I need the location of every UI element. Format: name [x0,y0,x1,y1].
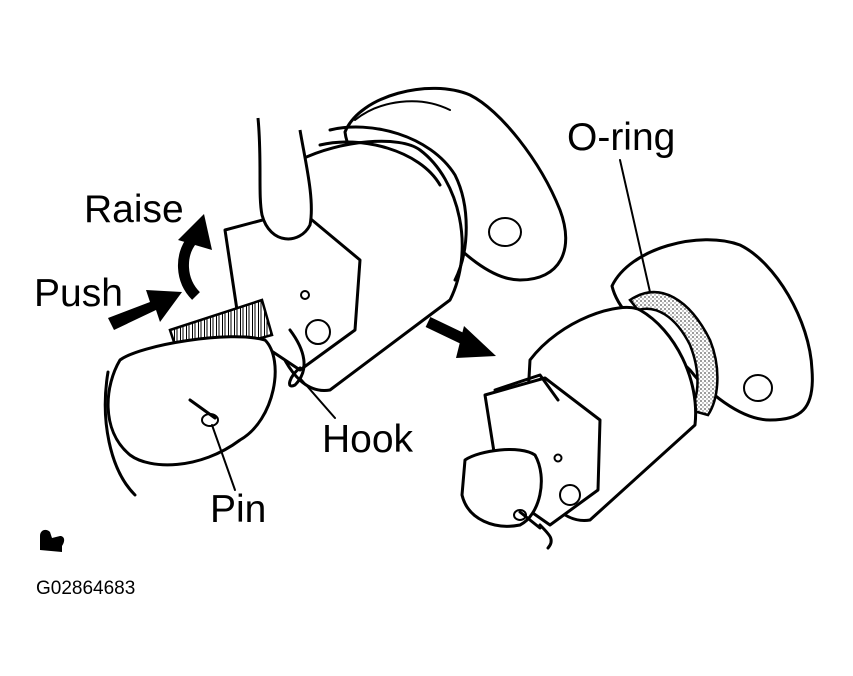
hook-leader-line [299,377,336,419]
removal-arrow-icon [425,317,496,358]
right-cylinder-assembly [460,238,814,550]
label-hook: Hook [322,418,414,461]
label-push: Push [34,272,123,315]
figure-code: G02864683 [36,578,135,599]
label-raise: Raise [84,188,184,231]
oring-leader-line [619,159,651,293]
label-o-ring: O-ring [567,116,675,159]
publisher-logo-icon [40,529,65,552]
pin-leader-line [211,424,236,491]
raise-arrow-icon [177,214,212,300]
leader-lines [211,159,651,491]
left-cylinder-assembly [103,86,568,497]
push-arrow-icon [108,290,182,330]
label-pin: Pin [210,488,266,531]
